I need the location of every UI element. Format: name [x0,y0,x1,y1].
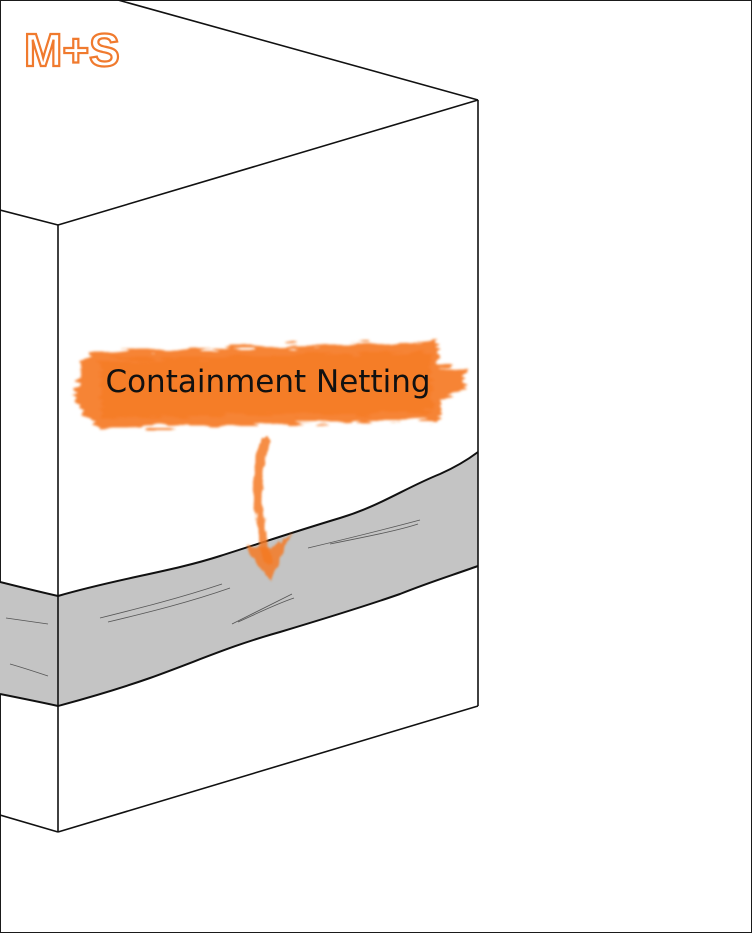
containment-netting-label: Containment Netting [105,364,430,400]
label-highlight [74,342,466,428]
netting-texture [5,519,421,677]
curved-arrow-down-icon [246,437,292,580]
netting-layer-side [0,582,58,706]
netting-layer-front [58,452,478,706]
box-wireframe [0,0,479,833]
brand-logo: M+S [24,24,120,76]
